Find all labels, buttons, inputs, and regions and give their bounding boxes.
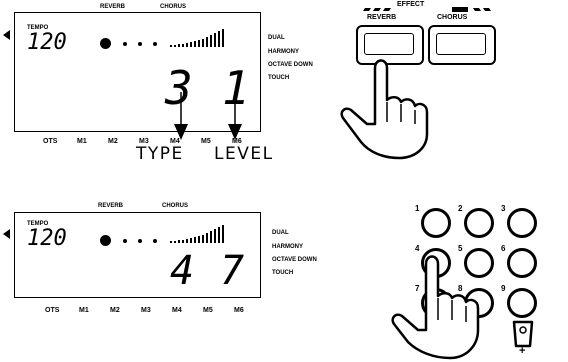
m1-label: M1 [77,138,87,145]
tempo-label: TEMPO [27,25,49,31]
key-5-button[interactable] [464,248,494,278]
beat-dot-large [100,235,111,246]
beat-dot [153,239,157,243]
level-caption: LEVEL [214,144,274,164]
type-digit: 3 [165,61,193,115]
key-2-label: 2 [458,204,463,213]
beat-dot [153,42,157,46]
arrow-down-icon [174,124,188,140]
effect-title: EFFECT [397,1,425,8]
key-6-label: 6 [501,244,506,253]
key-7-label: 7 [415,284,420,293]
dual-label: DUAL [268,35,285,41]
plus-label: + [519,345,526,357]
key-3-button[interactable] [507,208,537,238]
touch-label: TOUCH [272,270,294,276]
dual-label: DUAL [272,230,289,236]
lcd-screen-bottom: TEMPO 120 4 7 [3,212,261,298]
key-8-label: 8 [458,284,463,293]
m2-label: M2 [108,138,118,145]
arrow-down-icon [228,124,242,140]
tempo-label: TEMPO [27,221,49,227]
key-1-label: 1 [415,204,420,213]
beat-dot-large [100,38,111,49]
key-3-label: 3 [501,204,506,213]
m3-label: M3 [139,138,149,145]
m5-label: M5 [203,307,213,314]
key-5-label: 5 [458,244,463,253]
reverb-indicator: REVERB [100,4,126,10]
volume-meter-icon [170,29,224,47]
key-1-button[interactable] [421,208,451,238]
ots-label: OTS [45,307,60,314]
reverb-button-label: REVERB [367,14,397,21]
left-arrow-icon [3,30,10,40]
level-digit: 1 [222,61,250,115]
m3-label: M3 [141,307,151,314]
key-4-label: 4 [415,244,420,253]
left-arrow-icon [3,229,10,239]
beat-dot [138,239,142,243]
effect-header-decoration [363,7,491,12]
level-digit: 7 [220,248,245,294]
reverb-indicator: REVERB [98,203,124,209]
chorus-indicator: CHORUS [160,4,187,10]
beat-dot [123,239,127,243]
octave-down-label: OCTAVE DOWN [268,62,313,68]
chorus-button[interactable] [428,25,496,65]
beat-dot [123,42,127,46]
volume-meter-icon [170,225,224,243]
chorus-indicator: CHORUS [162,203,189,209]
key-9-button[interactable] [507,288,537,318]
m1-label: M1 [79,307,89,314]
tempo-value: 120 [27,30,67,55]
m6-label: M6 [234,307,244,314]
lcd-screen-top: TEMPO 120 3 1 [3,12,261,132]
tempo-value: 120 [27,226,67,251]
ots-label: OTS [43,138,58,145]
m4-label: M4 [172,307,182,314]
pressing-hand-icon [340,59,429,160]
m2-label: M2 [110,307,120,314]
type-caption: TYPE [136,144,184,164]
m4-label: M4 [170,138,180,145]
plus-button[interactable] [510,320,536,356]
reverb-button[interactable] [356,25,424,65]
type-digit: 4 [170,248,195,294]
pressing-hand-icon [391,255,480,360]
harmony-label: HARMONY [272,244,303,250]
chorus-button-label: CHORUS [437,14,468,21]
m5-label: M5 [201,138,211,145]
key-6-button[interactable] [507,248,537,278]
octave-down-label: OCTAVE DOWN [272,257,317,263]
touch-label: TOUCH [268,75,290,81]
harmony-label: HARMONY [268,49,299,55]
m6-label: M6 [232,138,242,145]
key-9-label: 9 [501,284,506,293]
beat-dot [138,42,142,46]
key-2-button[interactable] [464,208,494,238]
